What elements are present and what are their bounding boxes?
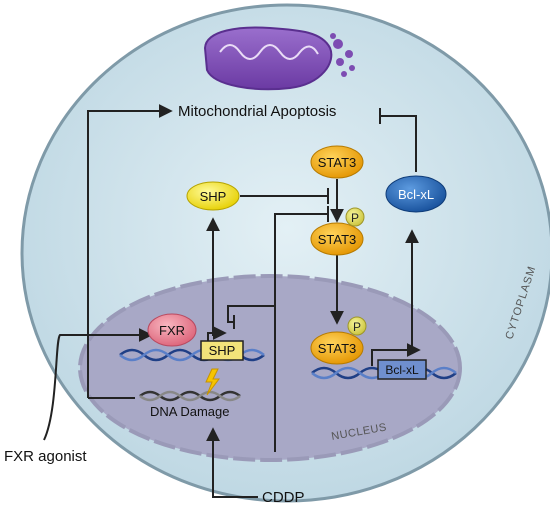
cddp-inhibits-stat3 (274, 213, 328, 452)
phospho-badge-2-label: P (353, 320, 361, 334)
bclxl-gene-box (377, 359, 427, 380)
fxr-agonist-label: FXR agonist (4, 448, 87, 465)
bclxl-gene-label: Bcl-xL (385, 363, 419, 377)
shp-protein-node (186, 181, 240, 211)
pathway-connectors (43, 104, 421, 498)
cddp-inhibits-shp-promoter (227, 305, 275, 323)
pstat3-cytoplasm-node (310, 222, 364, 256)
fxr-node-label: FXR (159, 323, 185, 338)
phospho-badge-2 (347, 316, 367, 336)
cddp-label: CDDP (262, 489, 305, 506)
mitochondrion-icon (203, 26, 355, 91)
phospho-badge-1 (345, 207, 365, 227)
lightning-bolt-icon (205, 368, 220, 396)
bclxl-protein-label: Bcl-xL (398, 187, 434, 202)
shp-gene-box (200, 340, 244, 361)
dna-damage-label: DNA Damage (150, 404, 229, 419)
phospho-badge-1-label: P (351, 211, 359, 225)
bclxl-inhibits-apoptosis (380, 115, 417, 172)
fxr-node (147, 313, 197, 347)
mitochondrial-apoptosis-label: Mitochondrial Apoptosis (178, 103, 336, 120)
fxr-agonist-to-fxr-arrow (43, 328, 153, 441)
stat3-node-label: STAT3 (318, 155, 357, 170)
pstat3-nucleus-label: STAT3 (318, 341, 357, 356)
shp-protein-label: SHP (200, 189, 227, 204)
pstat3-cytoplasm-label: STAT3 (318, 232, 357, 247)
cddp-to-dna-damage-arrow (206, 427, 258, 498)
bclxl-promoter-arrow (371, 343, 421, 366)
stat3-node (310, 145, 364, 179)
fxr-agonist-to-apoptosis-arrow (87, 104, 173, 398)
bclxl-protein-node (385, 175, 447, 213)
dna-helix-damaged (139, 390, 241, 402)
shp-gene-label: SHP (209, 343, 236, 358)
pstat3-nucleus-node (310, 331, 364, 365)
